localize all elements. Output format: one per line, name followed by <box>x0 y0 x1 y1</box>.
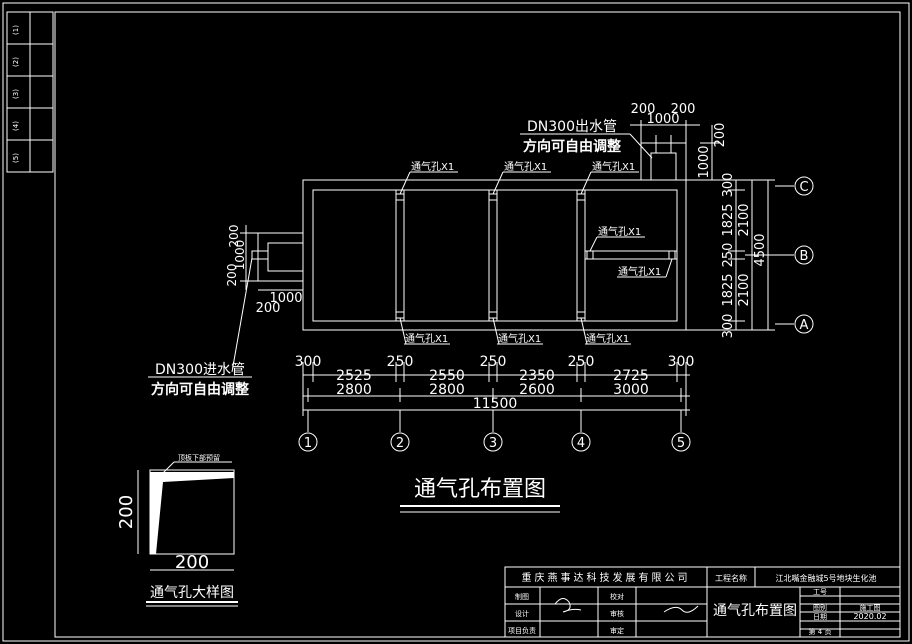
vent-label-1: 通气孔X1 <box>411 160 454 173</box>
bottom-axes: 1 2 3 4 5 <box>298 410 691 452</box>
strip-label-3: (3) <box>12 89 20 99</box>
project-name: 江北嘴金融城5号地块生化池 <box>775 573 876 583</box>
bdim-3000: 3000 <box>613 382 649 398</box>
outlet-dim-1000v: 1000 <box>697 145 712 178</box>
dim-2100-top: 2100 <box>737 203 752 236</box>
bdim-2800a: 2800 <box>336 382 372 398</box>
axis-2: 2 <box>396 436 404 451</box>
inlet-dim-200c: 200 <box>256 301 281 316</box>
outlet-dim-200b: 200 <box>671 102 696 117</box>
axis-3: 3 <box>489 436 497 451</box>
vent-label-2: 通气孔X1 <box>504 160 547 173</box>
row-approved: 审定 <box>610 626 624 635</box>
tb-drawing-name: 通气孔布置图 <box>713 603 797 619</box>
inlet-dim-200b: 200 <box>225 264 239 287</box>
detail-height: 200 <box>116 495 137 529</box>
inlet-dim-200a: 200 <box>227 225 241 248</box>
inlet-label: DN300进水管 方向可自由调整 <box>148 257 253 398</box>
row-checked: 校对 <box>610 592 624 601</box>
row-reviewed: 审核 <box>610 609 624 618</box>
tb-sheet: 第 4 页 <box>809 627 832 636</box>
tank-plan <box>302 179 687 331</box>
vent-detail: 顶板下部预留 200 200 通气孔大样图 <box>116 453 238 607</box>
dim-250: 250 <box>721 243 736 268</box>
axis-5: 5 <box>677 436 685 451</box>
bdim-300a: 300 <box>295 354 322 370</box>
bdim-11500: 11500 <box>473 396 518 412</box>
bdim-2600: 2600 <box>519 382 555 398</box>
bdim-250c: 250 <box>568 354 595 370</box>
axis-a: A <box>800 318 809 333</box>
drawing-frame <box>54 11 901 638</box>
bdim-2725: 2725 <box>613 368 649 384</box>
strip-label-2: (2) <box>12 57 20 67</box>
outlet-direction-text: 方向可自由调整 <box>523 138 622 155</box>
row-drawn: 制图 <box>515 592 529 601</box>
vent-label-5: 通气孔X1 <box>618 265 661 278</box>
dim-1825-bottom: 1825 <box>721 273 736 306</box>
bdim-300b: 300 <box>668 354 695 370</box>
tb-type: 施工图 <box>860 603 881 612</box>
binding-strip: (1) (2) (3) (4) (5) <box>6 11 54 173</box>
strip-label-1: (1) <box>12 25 20 35</box>
bdim-250b: 250 <box>480 354 507 370</box>
vent-labels: 通气孔X1 通气孔X1 通气孔X1 通气孔X1 通气孔X1 通气孔X1 通气孔X… <box>399 160 673 345</box>
bottom-dimensions: 300 250 250 250 300 2525 2550 2350 2725 … <box>295 354 695 416</box>
outlet-label: DN300出水管 方向可自由调整 <box>520 119 653 159</box>
title-block: 重庆燕事达科技发展有限公司 工程名称 江北嘴金融城5号地块生化池 制图 设计 项… <box>504 566 901 638</box>
bdim-2350: 2350 <box>519 368 555 384</box>
right-dimensions: 300 1825 2100 250 1825 2100 300 4500 <box>686 173 775 339</box>
main-title: 通气孔布置图 <box>400 477 560 513</box>
strip-label-4: (4) <box>12 121 20 131</box>
dim-300-top: 300 <box>721 173 736 198</box>
company-name: 重庆燕事达科技发展有限公司 <box>522 571 691 584</box>
right-axes: C B A <box>760 176 814 334</box>
axis-c: C <box>799 180 808 195</box>
axis-4: 4 <box>577 436 585 451</box>
tb-job-no: 工号 <box>813 588 827 596</box>
dim-1825-top: 1825 <box>721 203 736 236</box>
bdim-250a: 250 <box>387 354 414 370</box>
inlet-dim-1000: 1000 <box>233 240 247 271</box>
inlet-direction-text: 方向可自由调整 <box>151 381 250 398</box>
dim-4500: 4500 <box>753 233 768 266</box>
signature-reviewer <box>663 605 699 613</box>
outlet-pipe-text: DN300出水管 <box>527 119 617 135</box>
vent-label-7: 通气孔X1 <box>498 332 541 345</box>
outlet-chamber: 200 200 1000 200 1000 <box>630 102 728 181</box>
tb-date: 2020.02 <box>853 612 886 621</box>
project-label: 工程名称 <box>715 573 747 583</box>
detail-width: 200 <box>175 552 209 573</box>
axis-1: 1 <box>304 436 312 451</box>
row-pm: 项目负责 <box>508 626 536 635</box>
dim-300-bottom: 300 <box>721 314 736 339</box>
dim-2100-bottom: 2100 <box>737 273 752 306</box>
detail-note: 顶板下部预留 <box>178 453 220 462</box>
bdim-2800b: 2800 <box>429 382 465 398</box>
outlet-dim-200a: 200 <box>631 102 656 117</box>
vent-label-6: 通气孔X1 <box>405 332 448 345</box>
tb-date-label: 日期 <box>813 613 827 621</box>
bdim-2550: 2550 <box>429 368 465 384</box>
inlet-dim-1000h: 1000 <box>269 291 302 306</box>
strip-label-5: (5) <box>12 153 20 163</box>
bdim-2525: 2525 <box>336 368 372 384</box>
axis-b: B <box>800 249 809 264</box>
drawing-title: 通气孔布置图 <box>414 477 546 502</box>
outlet-dim-200v: 200 <box>713 123 728 148</box>
outlet-dim-1000: 1000 <box>646 112 679 127</box>
row-designed: 设计 <box>515 609 529 618</box>
vent-label-8: 通气孔X1 <box>586 332 629 345</box>
detail-title: 通气孔大样图 <box>150 585 234 601</box>
tb-type-label: 图别 <box>813 603 827 612</box>
signature-designer <box>554 598 582 613</box>
inlet-pipe-text: DN300进水管 <box>155 362 245 378</box>
vent-label-4: 通气孔X1 <box>598 225 641 238</box>
vent-label-3: 通气孔X1 <box>592 160 635 173</box>
inlet-chamber: 200 1000 200 200 1000 <box>225 225 304 316</box>
